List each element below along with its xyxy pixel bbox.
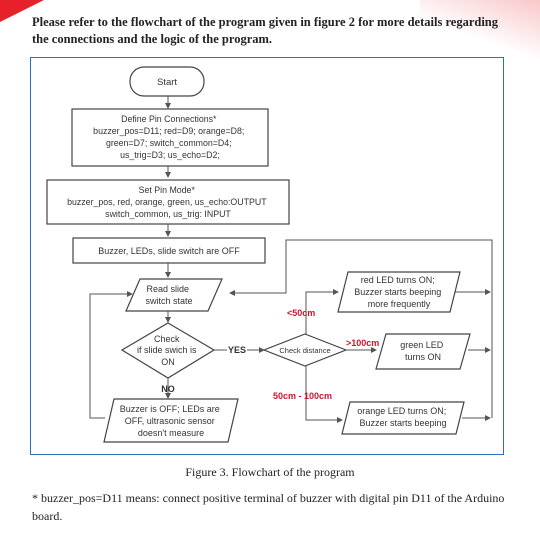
check-line: if slide swich is [137,345,197,355]
green-led-text: green LED turns ON [400,340,446,362]
no-label: NO [161,384,175,394]
start-node [129,66,205,97]
define-pins-box [71,108,269,167]
more-than-100-label: >100cm [346,338,379,348]
between-label: 50cm - 100cm [273,391,332,401]
green-line: turns ON [405,352,441,362]
red-led-text: red LED turns ON; Buzzer starts beeping … [354,275,444,309]
set-pin-mode-box [46,179,290,225]
red-line: red LED turns ON; [361,275,435,285]
check-line: ON [161,357,175,367]
figure-caption: Figure 3. Flowchart of the program [185,465,355,479]
define-line: buzzer_pos=D11; red=D9; orange=D8; [93,126,244,136]
red-led-node [337,271,461,313]
green-line: green LED [400,340,444,350]
connectors [89,96,493,423]
buzzer-off-line: Buzzer is OFF; LEDs are [120,404,220,414]
all-off-label: Buzzer, LEDs, slide switch are OFF [98,246,240,256]
define-pins-text: Define Pin Connections* buzzer_pos=D11; … [93,114,247,160]
pinmode-line: buzzer_pos, red, orange, green, us_echo:… [67,197,267,207]
orange-line: orange LED turns ON; [357,406,446,416]
footnote: * buzzer_pos=D11 means: connect positive… [32,491,505,523]
corner-decoration-left [0,0,44,22]
red-line: more frequently [368,299,431,309]
buzzer-off-line: OFF, ultrasonic sensor [125,416,215,426]
define-line: us_trig=D3; us_echo=D2; [120,150,220,160]
corner-decoration-right [420,0,540,60]
buzzer-off-line: doesn't measure [138,428,204,438]
set-pin-mode-text: Set Pin Mode* buzzer_pos, red, orange, g… [67,185,269,219]
yes-label: YES [228,345,246,355]
orange-line: Buzzer starts beeping [359,418,446,428]
define-line: green=D7; switch_common=D4; [106,138,232,148]
orange-led-text: orange LED turns ON; Buzzer starts beepi… [357,406,449,428]
buzzer-off-node [103,398,239,443]
red-line: Buzzer starts beeping [354,287,441,297]
read-switch-node [125,278,223,312]
orange-led-node [341,401,465,435]
read-line: Read slide [146,284,189,294]
read-line: switch state [145,296,192,306]
pinmode-line: switch_common, us_trig: INPUT [105,209,231,219]
flowchart-frame [30,57,504,455]
all-off-box [72,237,266,264]
check-distance-decision [262,333,348,367]
start-label: Start [157,77,177,88]
green-led-node [375,333,471,370]
yes-bg [227,344,247,356]
buzzer-off-text: Buzzer is OFF; LEDs are OFF, ultrasonic … [120,404,223,438]
check-switch-decision [120,322,216,379]
intro-paragraph: Please refer to the flowchart of the pro… [32,15,498,46]
less-than-50-label: <50cm [287,308,315,318]
check-distance-label: Check distance [279,346,330,355]
define-line: Define Pin Connections* [121,114,217,124]
check-line: Check [154,334,180,344]
read-switch-text: Read slide switch state [145,284,192,306]
pinmode-line: Set Pin Mode* [139,185,196,195]
check-switch-text: Check if slide swich is ON [137,334,199,367]
